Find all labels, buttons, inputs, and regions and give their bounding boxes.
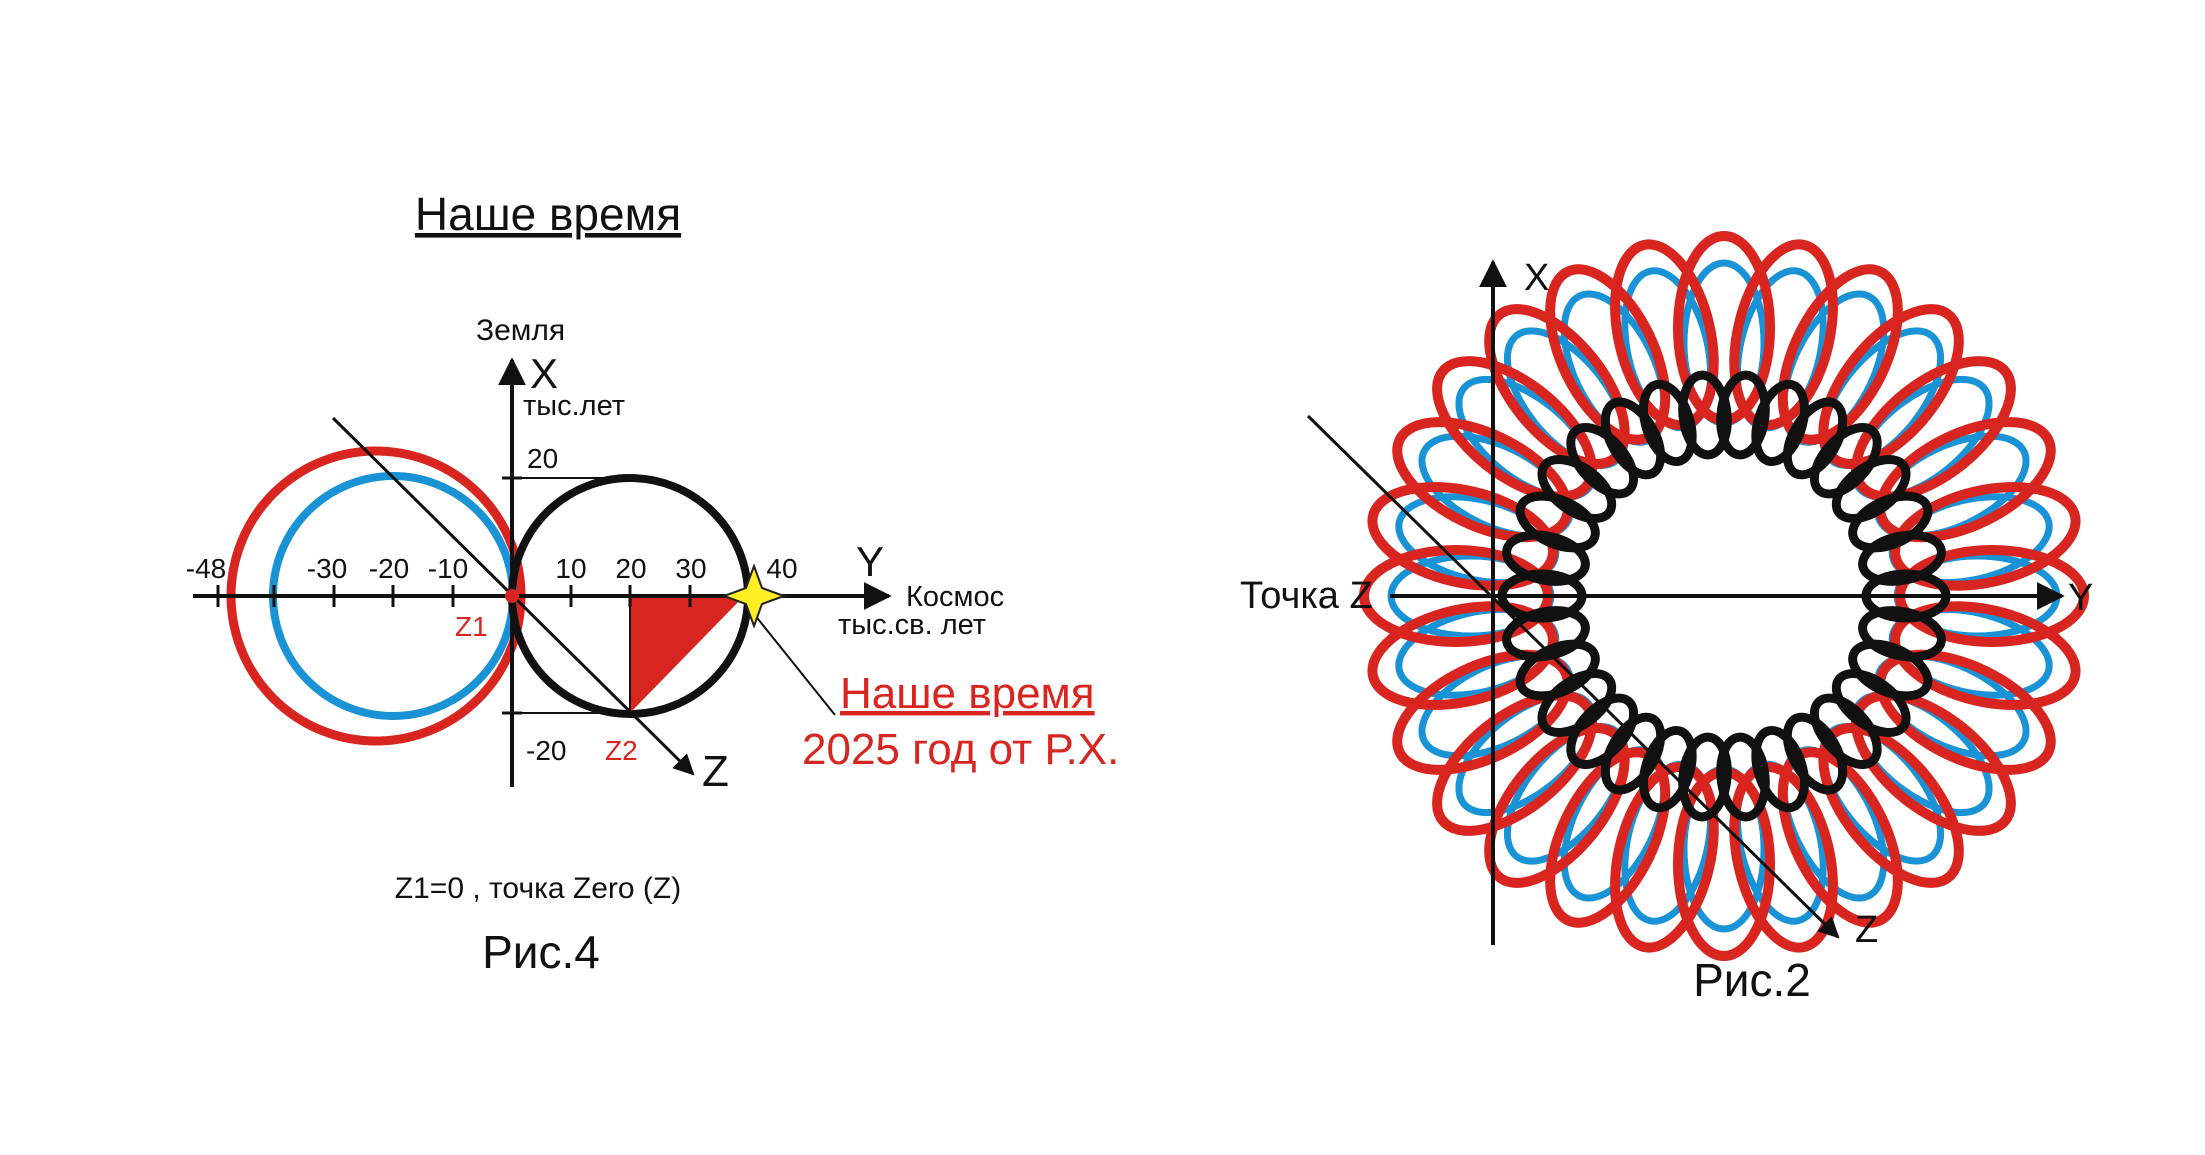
tick-label: -10 bbox=[428, 553, 468, 584]
black-ring bbox=[1537, 455, 1617, 523]
black-ring bbox=[1848, 639, 1933, 701]
black-ring bbox=[1600, 712, 1666, 795]
callout-line1: Наше время bbox=[840, 669, 1095, 718]
red-ring bbox=[1367, 482, 1558, 591]
x-tick-label-top: 20 bbox=[527, 443, 558, 474]
red-ring bbox=[1851, 690, 2016, 836]
figure-2: X Y Z Точка Z Рис.2 bbox=[1240, 231, 2093, 1006]
black-ring bbox=[1858, 606, 1946, 662]
black-ring bbox=[1515, 491, 1600, 553]
red-ring bbox=[1484, 723, 1630, 888]
figure-4: Наше время -48 bbox=[186, 188, 1120, 978]
red-sector bbox=[630, 596, 744, 713]
tick-label: 30 bbox=[675, 553, 706, 584]
red-ring bbox=[1890, 601, 2081, 710]
tick-label: 40 bbox=[766, 553, 797, 584]
fig4-caption: Рис.4 bbox=[482, 926, 600, 978]
x-unit-label: тыс.лет bbox=[523, 390, 625, 422]
black-ring bbox=[1566, 423, 1639, 499]
red-ring bbox=[1851, 356, 2016, 502]
black-ring bbox=[1716, 370, 1770, 460]
red-ring bbox=[1432, 356, 1597, 502]
tick-label: -48 bbox=[186, 553, 226, 584]
black-ring bbox=[1600, 397, 1666, 480]
point-z-label: Точка Z bbox=[1240, 575, 1373, 617]
black-ring bbox=[1638, 725, 1697, 813]
red-ring bbox=[1875, 649, 2056, 775]
x-axis-letter: X bbox=[530, 350, 558, 397]
earth-label: Земля bbox=[476, 314, 565, 347]
y-tick-labels: -48 -30 -20 -10 10 20 30 40 bbox=[186, 553, 798, 584]
red-ring bbox=[1875, 417, 2056, 543]
y-axis-letter: Y bbox=[856, 538, 884, 585]
black-ring bbox=[1809, 693, 1882, 769]
black-ring bbox=[1809, 423, 1882, 499]
black-ring bbox=[1537, 669, 1617, 737]
tick-label: -30 bbox=[307, 553, 347, 584]
red-ring bbox=[1818, 304, 1964, 469]
fig2-z-letter: Z bbox=[1855, 909, 1878, 951]
black-ring bbox=[1782, 712, 1848, 795]
z1-label: Z1 bbox=[455, 611, 488, 642]
black-ring bbox=[1831, 669, 1911, 737]
red-ring bbox=[1484, 304, 1630, 469]
black-ring bbox=[1831, 455, 1911, 523]
black-ring bbox=[1502, 530, 1590, 586]
fig4-footnote: Z1=0 , точка Zero (Z) bbox=[395, 872, 681, 905]
black-ring bbox=[1782, 397, 1848, 480]
tick-label: 20 bbox=[615, 553, 646, 584]
red-ring bbox=[1432, 690, 1597, 836]
tick-label: -20 bbox=[369, 553, 409, 584]
black-ring bbox=[1848, 491, 1933, 553]
fig2-y-letter: Y bbox=[2068, 577, 2093, 619]
red-ring bbox=[1367, 601, 1558, 710]
callout-leader bbox=[753, 613, 836, 716]
red-ring bbox=[1392, 417, 1573, 543]
y-name-label: Космос bbox=[906, 581, 1004, 613]
black-ring bbox=[1858, 530, 1946, 586]
red-ring bbox=[1818, 723, 1964, 888]
fig2-caption: Рис.2 bbox=[1693, 954, 1811, 1006]
z1-point bbox=[505, 589, 519, 603]
callout-line2: 2025 год от Р.Х. bbox=[802, 725, 1119, 774]
star-icon bbox=[721, 563, 787, 629]
black-ring bbox=[1638, 379, 1697, 467]
black-ring bbox=[1678, 732, 1732, 822]
red-ring bbox=[1890, 482, 2081, 591]
z-axis-letter: Z bbox=[702, 747, 729, 796]
y-unit-label: тыс.св. лет bbox=[838, 609, 986, 641]
red-ring bbox=[1392, 649, 1573, 775]
fig2-x-letter: X bbox=[1524, 257, 1549, 299]
fig4-title: Наше время bbox=[415, 188, 681, 240]
black-ring bbox=[1678, 370, 1732, 460]
x-tick-label-bottom: -20 bbox=[526, 735, 566, 766]
black-ring bbox=[1716, 732, 1770, 822]
black-ring bbox=[1751, 379, 1810, 467]
fig2-z-axis bbox=[1306, 414, 1840, 939]
black-ring bbox=[1566, 693, 1639, 769]
tick-label: 10 bbox=[555, 553, 586, 584]
black-ring bbox=[1751, 725, 1810, 813]
black-ring bbox=[1515, 639, 1600, 701]
z2-label: Z2 bbox=[605, 735, 638, 766]
